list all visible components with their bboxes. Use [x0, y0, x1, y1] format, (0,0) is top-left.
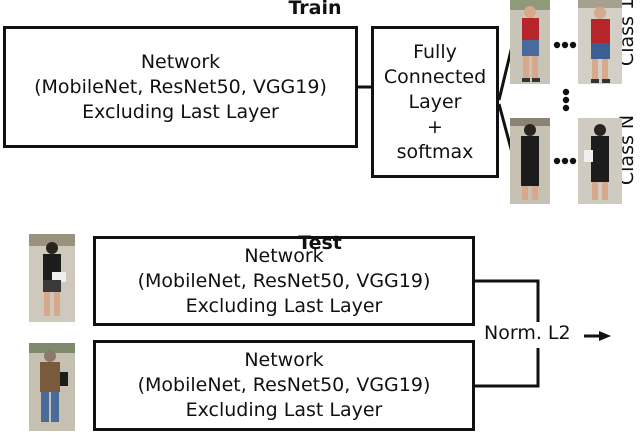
ellipsis-dots-class-1	[553, 41, 577, 49]
train-heading: Train	[288, 0, 342, 19]
test-bottom-connector	[475, 348, 540, 388]
person-image-class-n-b	[578, 118, 622, 204]
output-arrow-head	[599, 331, 611, 341]
fc-line-3: Layer	[408, 90, 462, 113]
fc-line-2: Connected	[383, 65, 487, 88]
test-network-top-note: Excluding Last Layer	[185, 294, 383, 317]
test-network-box-bottom: Network (MobileNet, ResNet50, VGG19) Exc…	[93, 340, 475, 431]
vertical-ellipsis-dots	[562, 88, 570, 112]
test-network-top-title: Network	[244, 244, 324, 267]
person-image-test-bottom	[29, 343, 75, 431]
test-network-bottom-note: Excluding Last Layer	[185, 399, 383, 421]
fc-line-1: Fully	[413, 40, 457, 63]
test-network-box-top: Network (MobileNet, ResNet50, VGG19) Exc…	[93, 236, 475, 326]
fc-line-4: +	[427, 115, 443, 138]
fc-line-5: softmax	[396, 140, 474, 163]
train-network-note: Excluding Last Layer	[82, 100, 279, 123]
person-image-class-n-a	[510, 118, 550, 204]
train-network-box: Network (MobileNet, ResNet50, VGG19) Exc…	[3, 26, 358, 148]
person-image-test-top	[29, 234, 75, 322]
train-network-models: (MobileNet, ResNet50, VGG19)	[34, 75, 327, 98]
person-image-class-1-a	[510, 0, 550, 84]
norm-l2-label: Norm. L2	[484, 322, 571, 344]
ellipsis-dots-class-n	[553, 157, 577, 165]
train-network-title: Network	[140, 50, 221, 73]
test-network-bottom-models: (MobileNet, ResNet50, VGG19)	[137, 374, 431, 396]
test-network-bottom-title: Network	[244, 349, 324, 371]
person-image-class-1-b	[578, 0, 622, 84]
fully-connected-box: Fully Connected Layer + softmax	[371, 26, 499, 178]
test-top-connector	[475, 279, 540, 322]
test-network-top-models: (MobileNet, ResNet50, VGG19)	[137, 269, 431, 292]
